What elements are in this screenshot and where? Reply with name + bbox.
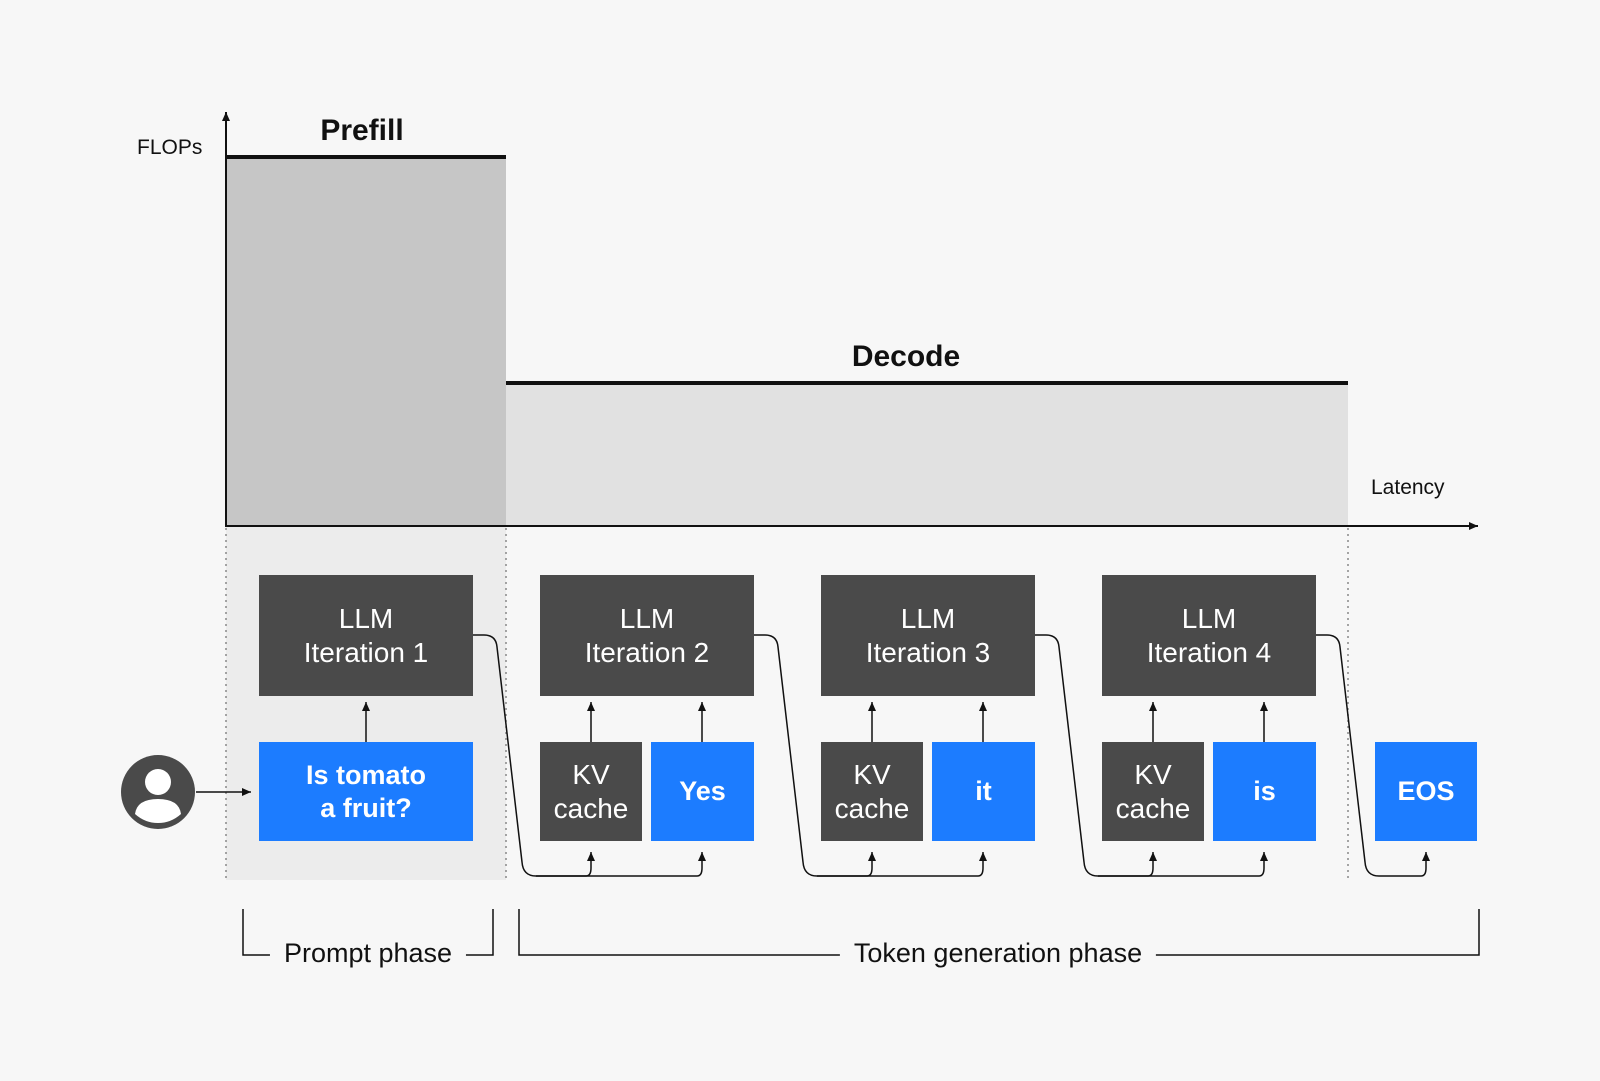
prefill-area	[226, 158, 506, 526]
x-axis-label: Latency	[1371, 476, 1445, 499]
feedback-connectors	[473, 634, 1430, 877]
llm-iteration-3-line2: Iteration 3	[865, 636, 991, 668]
llm-iteration-4-line2: Iteration 4	[1146, 636, 1272, 668]
token-block-eos: EOS	[1375, 742, 1477, 841]
llm-iteration-2-line2: Iteration 2	[584, 636, 710, 668]
prompt-line1: Is tomato	[305, 760, 426, 791]
token-block-yes: Yes	[651, 742, 754, 841]
token-block-it: it	[932, 742, 1035, 841]
kv-cache-1-line1: KV	[572, 758, 610, 790]
phase-separators	[225, 528, 1349, 880]
y-axis-label: FLOPs	[137, 136, 203, 159]
kv-cache-2-line1: KV	[853, 758, 891, 790]
prefill-title: Prefill	[320, 114, 404, 147]
token-generation-phase-label: Token generation phase	[839, 938, 1157, 969]
kv-cache-3-line2: cache	[1115, 792, 1191, 824]
decode-area	[506, 384, 1348, 526]
llm-iteration-4-line1: LLM	[1181, 602, 1237, 634]
llm-iteration-3-line1: LLM	[900, 602, 956, 634]
prompt-phase-label: Prompt phase	[269, 938, 467, 969]
input-to-llm-arrows	[362, 702, 1268, 742]
llm-iteration-1-line1: LLM	[338, 602, 394, 634]
kv-cache-3-line1: KV	[1134, 758, 1172, 790]
llm-iteration-1-line2: Iteration 1	[303, 636, 429, 668]
decode-title: Decode	[851, 340, 961, 373]
prompt-line2: a fruit?	[320, 792, 412, 823]
llm-iteration-2-line1: LLM	[619, 602, 675, 634]
token-block-is: is	[1213, 742, 1316, 841]
user-avatar-icon	[121, 755, 195, 829]
kv-cache-2-line2: cache	[834, 792, 910, 824]
kv-cache-1-line2: cache	[553, 792, 629, 824]
